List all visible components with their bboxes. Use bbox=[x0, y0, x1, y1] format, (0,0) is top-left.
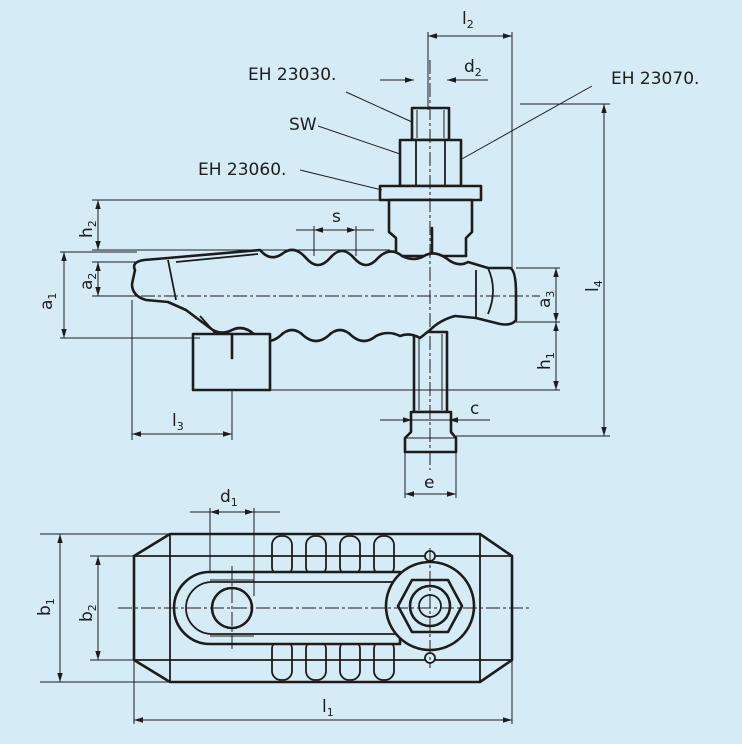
dim-b2: b2 bbox=[77, 604, 99, 622]
dim-e: e bbox=[424, 473, 434, 493]
dim-l4: l4 bbox=[583, 280, 605, 292]
top-view bbox=[40, 508, 530, 724]
dim-a3: a3 bbox=[535, 291, 557, 308]
leader-nut bbox=[317, 125, 401, 155]
dim-s: s bbox=[332, 207, 341, 227]
leader-washer bbox=[299, 169, 383, 191]
dim-d2: d2 bbox=[464, 57, 482, 79]
leader-screw bbox=[345, 91, 413, 123]
label-washer: EH 23060. bbox=[198, 160, 286, 180]
dim-h2: h2 bbox=[77, 220, 99, 238]
dim-a1: a1 bbox=[37, 293, 59, 310]
dim-a2: a2 bbox=[77, 273, 99, 290]
label-nut: SW bbox=[289, 115, 317, 135]
side-view bbox=[60, 32, 610, 498]
dim-l1: l1 bbox=[322, 697, 334, 719]
dim-l3: l3 bbox=[172, 411, 184, 433]
clamp-body bbox=[130, 248, 518, 343]
dim-l2: l2 bbox=[462, 9, 474, 31]
part-labels: EH 23030. SW EH 23060. EH 23070. bbox=[198, 65, 699, 180]
dim-c: c bbox=[470, 399, 479, 419]
dimension-labels: l2 d2 s h2 a1 a2 a3 h1 l4 l3 c e d1 b1 b… bbox=[35, 9, 605, 719]
label-screw: EH 23030. bbox=[248, 65, 336, 85]
dim-d1: d1 bbox=[220, 487, 238, 509]
leader-foot bbox=[459, 85, 593, 161]
dim-b1: b1 bbox=[35, 598, 57, 616]
dim-h1: h1 bbox=[535, 352, 557, 370]
label-foot: EH 23070. bbox=[611, 69, 699, 89]
